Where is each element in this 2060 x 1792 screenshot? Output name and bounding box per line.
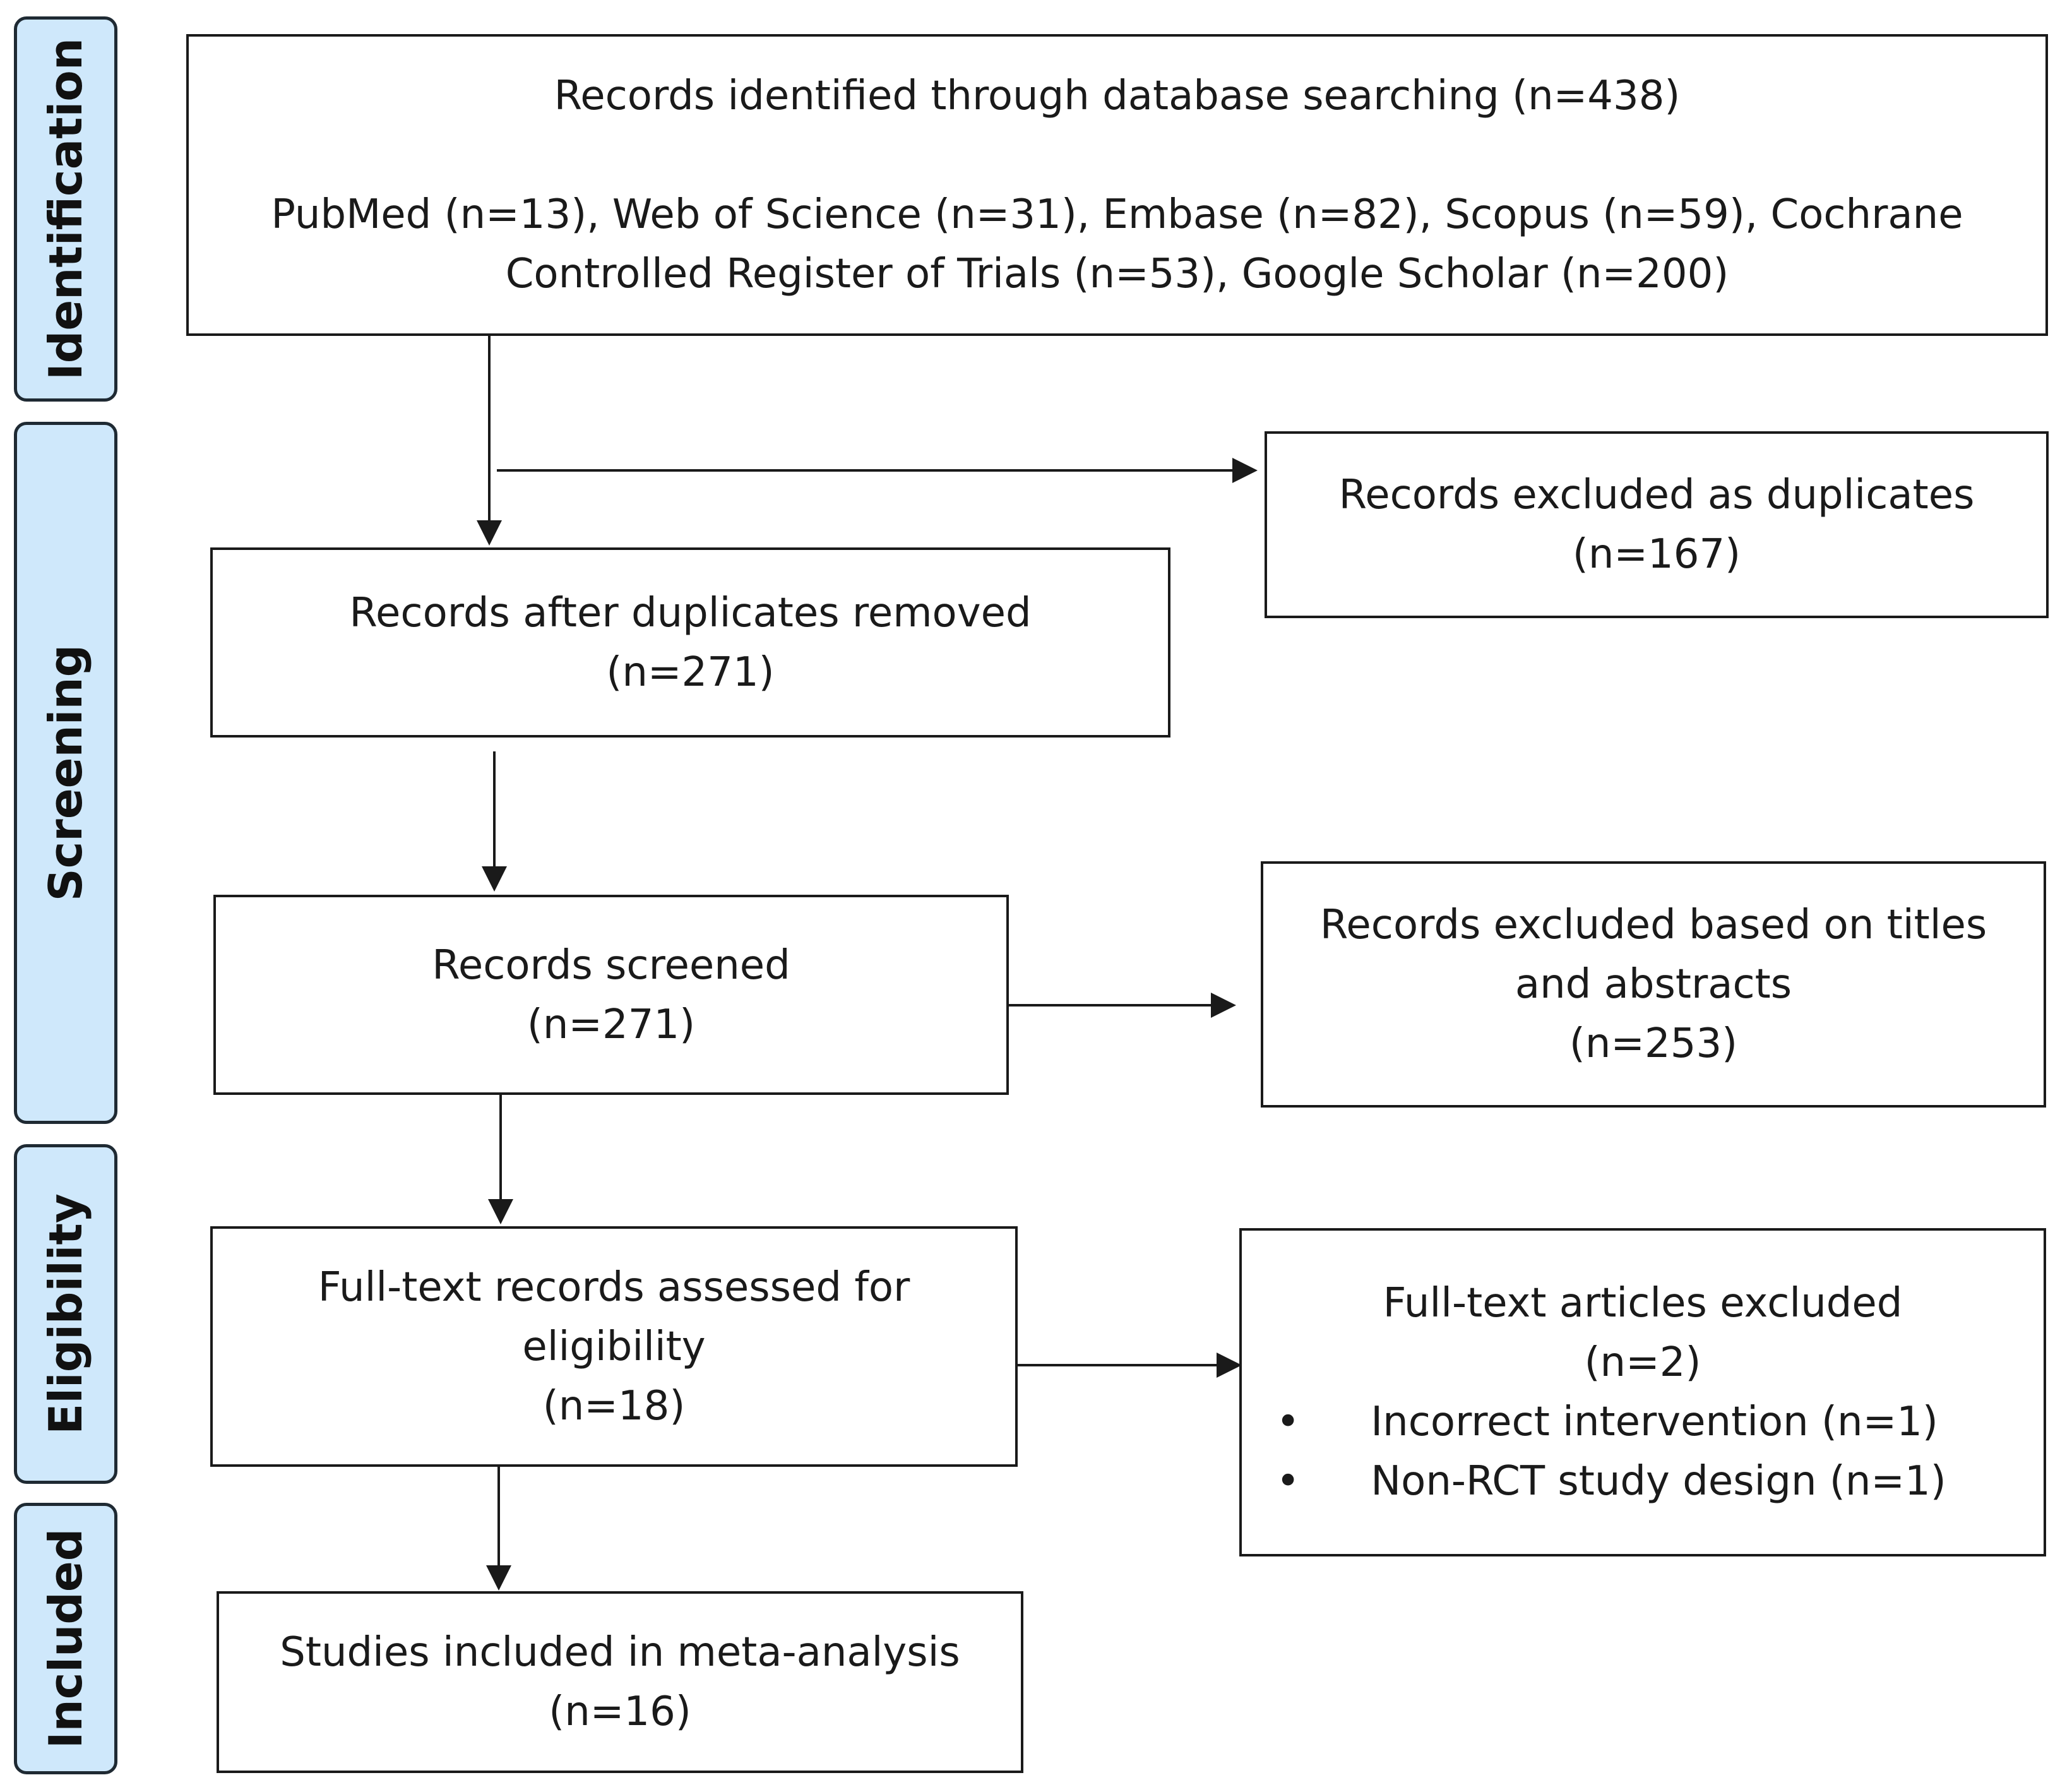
fulltext-assessed-count: (n=18) (542, 1382, 686, 1430)
box-fulltext-excluded: Full-text articles excluded (n=2) Incorr… (1239, 1228, 2046, 1556)
database-sources-line1: PubMed (n=13), Web of Science (n=31), Em… (271, 191, 1963, 238)
fulltext-assessed-line1: Full-text records assessed for (318, 1263, 910, 1311)
box-title-abstract-excluded: Records excluded based on titles and abs… (1261, 861, 2046, 1108)
title-excluded-line1: Records excluded based on titles (1319, 902, 1987, 948)
duplicates-excluded-title: Records excluded as duplicates (1338, 472, 1975, 518)
stage-identification: Identification (14, 16, 117, 402)
box-duplicates-excluded: Records excluded as duplicates (n=167) (1265, 431, 2049, 618)
fulltext-excluded-title: Full-text articles excluded (1383, 1280, 1903, 1327)
box-fulltext-assessed: Full-text records assessed for eligibili… (210, 1226, 1018, 1467)
database-sources-line2: Controlled Register of Trials (n=53), Go… (505, 251, 1729, 297)
stage-included: Included (14, 1503, 117, 1774)
title-excluded-count: (n=253) (1569, 1020, 1738, 1067)
records-identified-title: Records identified through database sear… (554, 73, 1681, 119)
exclusion-reason: Incorrect intervention (n=1) (1276, 1392, 1946, 1452)
records-screened-count: (n=271) (527, 1001, 696, 1048)
fulltext-excluded-count: (n=2) (1584, 1339, 1701, 1386)
box-records-identified: Records identified through database sear… (186, 34, 2048, 336)
box-studies-included: Studies included in meta-analysis (n=16) (217, 1591, 1023, 1773)
fulltext-assessed-line2: eligibility (522, 1323, 706, 1370)
box-after-duplicates: Records after duplicates removed (n=271) (210, 547, 1170, 738)
included-title: Studies included in meta-analysis (280, 1629, 960, 1676)
duplicates-excluded-count: (n=167) (1572, 531, 1741, 578)
exclusion-reason: Non-RCT study design (n=1) (1276, 1452, 1946, 1511)
exclusion-reasons-list: Incorrect intervention (n=1) Non-RCT stu… (1276, 1392, 1946, 1511)
records-screened-title: Records screened (432, 941, 790, 989)
included-count: (n=16) (549, 1688, 691, 1735)
box-records-screened: Records screened (n=271) (213, 895, 1009, 1095)
after-duplicates-count: (n=271) (606, 648, 775, 696)
title-excluded-line2: and abstracts (1515, 961, 1792, 1008)
stage-eligibility: Eligibility (14, 1144, 117, 1484)
stage-screening: Screening (14, 422, 117, 1124)
after-duplicates-title: Records after duplicates removed (349, 589, 1032, 636)
